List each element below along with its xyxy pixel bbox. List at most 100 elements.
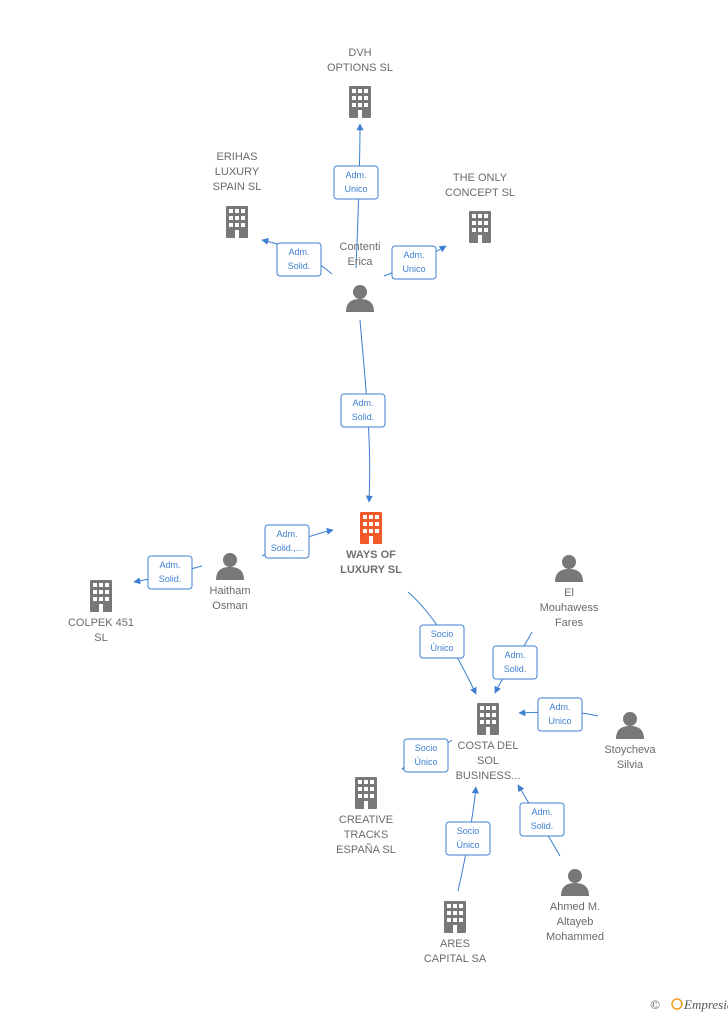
person-icon [555,555,583,582]
edge-label-box [147,555,193,590]
person-icon [346,285,374,312]
node-label-line: SOL [477,755,499,767]
edge-label-contenti-erihas[interactable]: Adm. Solid. [276,242,322,277]
node-label-line: WAYS OF [346,549,396,561]
node-label-line: COLPEK 451 [68,617,134,629]
node-label-line: Ahmed M. [550,901,600,913]
building-icon [469,211,491,243]
edge-label-box [492,645,538,680]
edge-label-box [333,165,379,200]
node-label-line: Osman [212,600,247,612]
edge-label-box [340,393,386,428]
edge-label-text: Solid.,... [271,543,304,553]
building-icon [349,86,371,118]
edge-label-haitham-colpek[interactable]: Adm. Solid. [147,555,193,590]
edge-label-text: Adm. [352,398,373,408]
edge-label-text: Adm. [159,560,180,570]
edge-label-contenti-theonly[interactable]: Adm.Unico [391,245,437,280]
edge-label-text: Socio [431,629,454,639]
node-label-line: Fares [555,617,584,629]
edge-label-text: Adm. [288,247,309,257]
node-theonly[interactable]: THE ONLY CONCEPT SL [445,172,515,243]
node-label-line: Altayeb [557,916,594,928]
node-dvh[interactable]: DVH OPTIONS SL [327,47,393,118]
edge-label-text: Único [430,643,453,653]
edge-label-text: Adm. [549,702,570,712]
edge-label-text: Solid. [288,261,311,271]
edge-label-elmouhawess-costa[interactable]: Adm. Solid. [492,645,538,680]
node-label-line: Erica [347,256,373,268]
edge-label-text: Unico [344,184,367,194]
person-icon [561,869,589,896]
node-label-line: LUXURY [215,166,260,178]
edge-label-text: Único [414,757,437,767]
edge-label-text: Solid. [504,664,527,674]
edge-label-text: Socio [457,826,480,836]
node-label-line: Silvia [617,759,644,771]
edge-label-text: Adm. [531,807,552,817]
edge-label-box [403,738,449,773]
edge-label-box [445,821,491,856]
node-label-line: CONCEPT SL [445,187,515,199]
node-erihas[interactable]: ERIHAS LUXURY SPAIN SL [213,151,262,238]
node-label-line: ERIHAS [217,151,258,163]
building-icon [90,580,112,612]
node-label-line: Contenti [340,241,381,253]
node-label-line: SL [94,632,107,644]
edge-label-box [276,242,322,277]
edge-label-box [519,802,565,837]
edge-labels-layer: Adm.UnicoAdm.Solid.Adm.UnicoAdm.Solid.Ad… [147,165,583,856]
empresia-logo-icon [671,998,683,1010]
node-label-line: SPAIN SL [213,181,262,193]
edge-label-box [391,245,437,280]
edge-label-contenti-dvh[interactable]: Adm. Unico [333,165,379,200]
node-label-line: COSTA DEL [458,740,519,752]
node-label-line: Stoycheva [604,744,656,756]
edge-label-text: Solid. [352,412,375,422]
edge-label-text: Solid. [159,574,182,584]
edge-label-haitham-ways[interactable]: Adm.Solid.,... [264,524,310,559]
edge-label-text: Único [456,840,479,850]
footer-brand[interactable]: © Empresia [650,997,728,1012]
node-label-line: CREATIVE [339,814,393,826]
brand-name: Empresia [683,997,728,1012]
node-label-line: BUSINESS... [456,770,521,782]
edge-label-contenti-ways[interactable]: Adm. Solid. [340,393,386,428]
edge-label-text: Adm. [504,650,525,660]
node-label-line: THE ONLY [453,172,508,184]
edges-layer [133,123,599,892]
building-icon [444,901,466,933]
edge-label-box [419,624,465,659]
node-label-line: DVH [348,47,371,59]
node-label-line: OPTIONS SL [327,62,393,74]
edge-label-text: Adm. [403,250,424,260]
node-costa[interactable]: COSTA DEL SOL BUSINESS... [456,703,521,782]
node-creative[interactable]: CREATIVE TRACKS ESPAÑA SL [336,777,396,856]
node-label-line: Mohammed [546,931,604,943]
node-label-line: ESPAÑA SL [336,843,396,856]
node-ways[interactable]: WAYS OF LUXURY SL [340,512,402,576]
building-icon [355,777,377,809]
node-label-line: Haitham [210,585,251,597]
edge-label-text: Socio [415,743,438,753]
building-icon [360,512,382,544]
edge-label-text: Adm. [345,170,366,180]
node-label-line: LUXURY SL [340,564,402,576]
edge-label-stoycheva-costa[interactable]: Adm.Unico [537,697,583,732]
edge-label-text: Solid. [531,821,554,831]
node-label-line: TRACKS [344,829,389,841]
nodes-layer: DVH OPTIONS SL ERIHAS LUXURY SPAIN SL THE ONL… [68,47,657,965]
copyright-symbol: © [650,997,660,1012]
edge-label-ahmed-costa[interactable]: Adm. Solid. [519,802,565,837]
